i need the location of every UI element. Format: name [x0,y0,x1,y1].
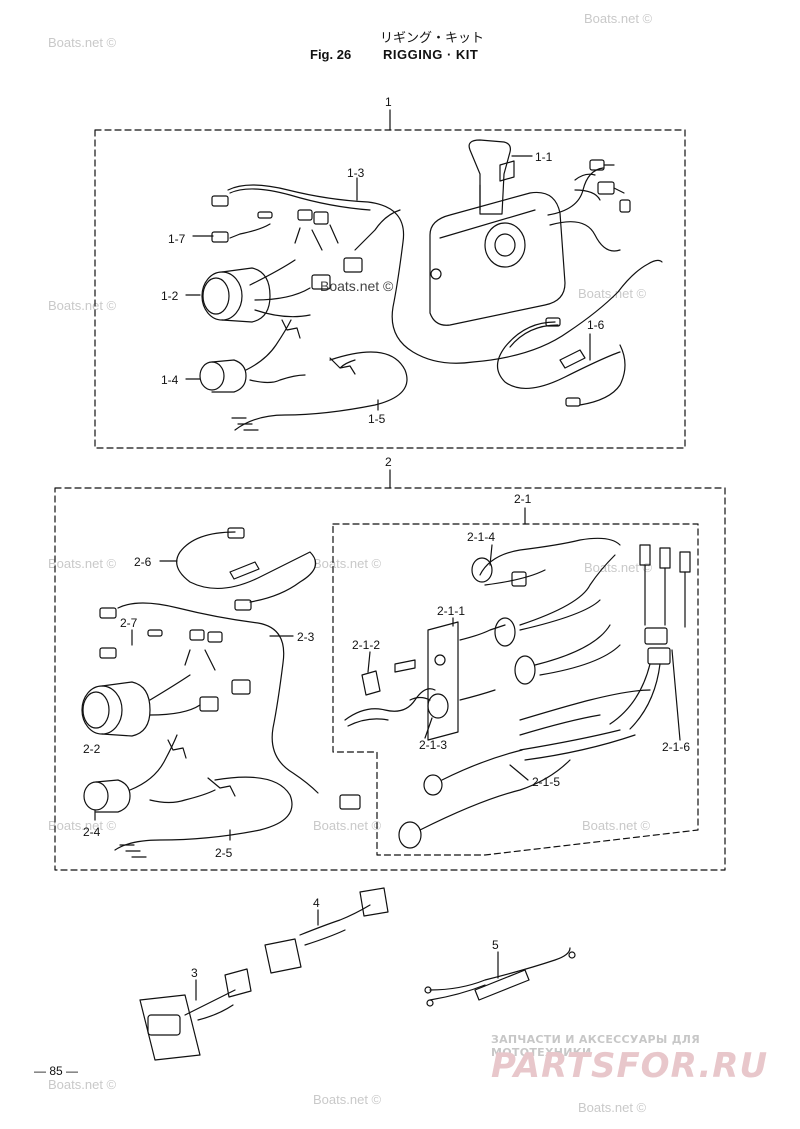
watermark-overlay: Boats.net © [320,278,394,294]
callout-1-4: 1-4 [161,373,179,387]
main-harness-2-3 [99,602,361,810]
trim-meter-1-4 [199,319,356,393]
watermark: Boats.net © [578,1100,647,1115]
main-harness-1-3 [211,184,663,364]
callout-2: 2 [385,455,392,469]
harness-2-5 [114,776,293,858]
watermark: Boats.net © [48,556,117,571]
callout-2-1-6: 2-1-6 [662,740,691,754]
brand-logo: PARTSFOR.RU [491,1046,769,1086]
callout-2-1-2: 2-1-2 [352,638,381,652]
cable-2-6 [176,527,317,611]
watermark: Boats.net © [582,818,651,833]
page-title: RIGGING · KIT [383,47,479,62]
callout-2-1-3: 2-1-3 [419,738,448,752]
callout-1-1: 1-1 [535,150,553,164]
callout-2-5: 2-5 [215,846,233,860]
watermark: Boats.net © [48,35,117,50]
callout-1-2: 1-2 [161,289,179,303]
callout-2-1: 2-1 [514,492,532,506]
kit-1-frame [94,129,686,449]
callout-2-1-1: 2-1-1 [437,604,466,618]
brand-tagline: ЗАПЧАСТИ И АКСЕССУАРЫ ДЛЯ МОТОТЕХНИКИ [491,1033,701,1059]
callout-1-6: 1-6 [587,318,605,332]
watermark: Boats.net © [584,560,653,575]
tachometer-1-2 [201,211,311,323]
harness-2-1-5 [398,749,571,849]
callout-1-3: 1-3 [347,166,365,180]
kit-2-frame [54,487,726,871]
callout-2-1-4: 2-1-4 [467,530,496,544]
wire-part-5 [424,947,576,1007]
watermark: Boats.net © [578,286,647,301]
key-lanyard-2-1-2 [344,659,449,727]
callout-2-2: 2-2 [83,742,101,756]
watermark: Boats.net © [584,11,653,26]
remote-control-box-1-1 [429,139,621,326]
switch-part-3 [139,968,252,1061]
callout-1: 1 [385,95,392,109]
callout-1-7: 1-7 [168,232,186,246]
page-number: — 85 — [34,1064,79,1078]
watermark: Boats.net © [48,298,117,313]
callout-2-3: 2-3 [297,630,315,644]
callout-2-6: 2-6 [134,555,152,569]
watermark: Boats.net © [48,1077,117,1092]
harness-1-5 [231,351,408,431]
connector [574,159,631,213]
callout-2-4: 2-4 [83,825,101,839]
watermark: Boats.net © [313,818,382,833]
watermark: Boats.net © [48,818,117,833]
adapter-part-4 [264,887,389,974]
callout-1-5: 1-5 [368,412,386,426]
watermark: Boats.net © [313,1092,382,1107]
callout-4: 4 [313,896,320,910]
title-japanese: リギング・キット [380,31,485,46]
callout-leaders [94,155,681,1001]
callout-5: 5 [492,938,499,952]
figure-number: Fig. 26 [310,47,352,62]
watermark: Boats.net © [313,556,382,571]
callout-2-7: 2-7 [120,616,138,630]
trim-meter-2-4 [83,734,236,813]
tachometer-2-2 [81,629,201,737]
switch-panel-2-1 [427,537,691,761]
callout-2-1-5: 2-1-5 [532,775,561,789]
callout-3: 3 [191,966,198,980]
cable-1-6 [496,317,626,407]
